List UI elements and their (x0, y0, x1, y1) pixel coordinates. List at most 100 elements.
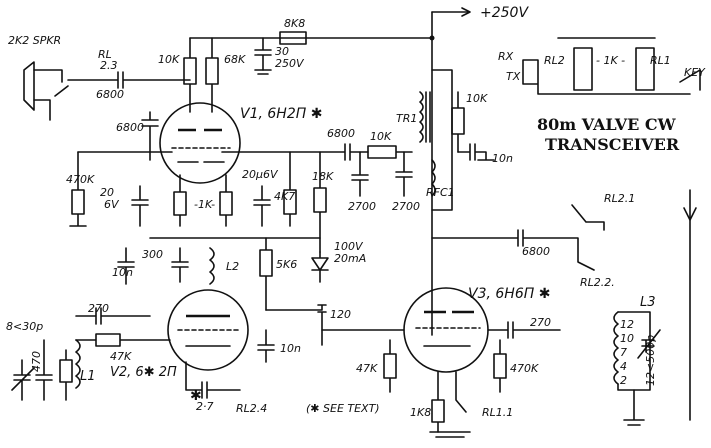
l3-coil (613, 311, 619, 385)
c2700b (395, 151, 413, 197)
l1-coil (75, 339, 81, 389)
c6800a-wire (67, 71, 191, 89)
c2700a-label: 2700 (348, 200, 376, 213)
c2700b-label: 2700 (392, 200, 420, 213)
c-shunt (35, 339, 53, 401)
r10k-b (367, 145, 413, 159)
tap-2: 2 (620, 374, 627, 387)
r18k (313, 151, 327, 253)
r47k-a (75, 333, 171, 347)
tr1-core (425, 91, 431, 143)
r470k-b (493, 339, 507, 393)
c2-7-label: 2·7 (196, 400, 214, 413)
c30u-symbol (254, 37, 272, 71)
r10k-c-label: 10K (466, 92, 488, 105)
c10n-c-label: 10n (280, 342, 301, 355)
antenna-arrow (683, 207, 697, 221)
rl2-coil (573, 47, 593, 91)
tx-label: TX (506, 70, 521, 83)
c300-symbol (171, 247, 189, 283)
c12-500-label: 12<500p (644, 335, 657, 386)
rl24-label: RL2.4 (236, 402, 267, 415)
c6800b-label: 6800 (116, 121, 144, 134)
v1-envelope (159, 102, 241, 184)
c6800d-wire (431, 229, 595, 271)
r4k7 (283, 151, 297, 227)
l2-label: L2 (226, 260, 239, 273)
tr1-label: TR1 (396, 112, 417, 125)
rl11-label: RL1.1 (482, 406, 513, 419)
tap-4: 4 (620, 360, 627, 373)
l2-coil (209, 247, 215, 285)
c10n-b-label: 10n (112, 266, 133, 279)
ground-symbol (254, 69, 272, 75)
r470 (59, 349, 73, 401)
c20u-a (131, 185, 149, 227)
r68k-label: 68K (224, 53, 246, 66)
r5k6 (259, 237, 273, 311)
r1k-b-label: - 1K - (596, 54, 625, 67)
rl22-label: RL2.2. (580, 276, 615, 289)
c10n-c (257, 329, 275, 363)
l1-label: L1 (80, 369, 96, 384)
r470k-a-label: 470K (66, 173, 95, 186)
r68k (205, 37, 219, 113)
r470k-b-label: 470K (510, 362, 539, 375)
r1k8 (431, 371, 445, 433)
rl2-label: RL2 (544, 54, 565, 67)
r10k-b-label: 10K (370, 130, 392, 143)
c10n-b (117, 247, 135, 285)
r47k-b (383, 339, 397, 393)
r5k6-label: 5K6 (276, 258, 297, 271)
r47k-b-label: 47K (356, 362, 378, 375)
l3-ground (623, 389, 645, 426)
c6800c-label: 6800 (327, 127, 355, 140)
r8k8-body (279, 31, 307, 45)
speaker-label: 2K2 SPKR (8, 34, 61, 47)
v2-asterisk: ✱ (190, 388, 202, 404)
c8-30-var (11, 359, 35, 401)
supply-arrow (461, 7, 471, 17)
c12-500-var (637, 329, 661, 359)
r10k-a (183, 37, 197, 113)
r10k-c (451, 91, 465, 153)
rl21-contact (571, 204, 605, 231)
c300-label: 300 (142, 248, 163, 261)
r-cathode-1 (173, 174, 187, 227)
c20u6v-b-label: 20μ6V (242, 168, 279, 181)
c2-7 (185, 361, 241, 399)
r470-label: 470 (30, 351, 43, 372)
c270b (487, 321, 561, 339)
l3-label: L3 (640, 295, 656, 310)
c10n-a (457, 143, 495, 161)
see-text-label: (✱ SEE TEXT) (306, 402, 380, 415)
rl1-label: RL1 (650, 54, 671, 67)
rfc1-label: RFC1 (426, 186, 455, 199)
c20u-b (253, 185, 271, 227)
title-line-2: TRANSCEIVER (545, 135, 680, 154)
r-cathode-2 (219, 174, 233, 227)
rxtx-wires (522, 59, 691, 95)
r4k7-label: 4K7 (274, 190, 295, 203)
r10k-a-label: 10K (158, 53, 180, 66)
c8-30-label: 8<30p (6, 320, 43, 333)
r18k-label: 18K (312, 170, 334, 183)
r47k-a-label: 47K (110, 350, 132, 363)
speaker-symbol (23, 61, 35, 111)
zener-diode (311, 251, 329, 283)
c10n-a-label: 10n (492, 152, 513, 165)
r1k8-label: 1K8 (410, 406, 431, 419)
v2-envelope (167, 289, 249, 371)
tr1-primary (419, 91, 424, 143)
v1-label: V1, 6H2П ✱ (240, 106, 322, 122)
speaker-wires (33, 69, 63, 121)
supply-label: +250V (480, 5, 529, 21)
tr1-secondary-wire (431, 69, 453, 211)
c6800a-label: 6800 (96, 88, 124, 101)
c2700a (351, 151, 369, 197)
